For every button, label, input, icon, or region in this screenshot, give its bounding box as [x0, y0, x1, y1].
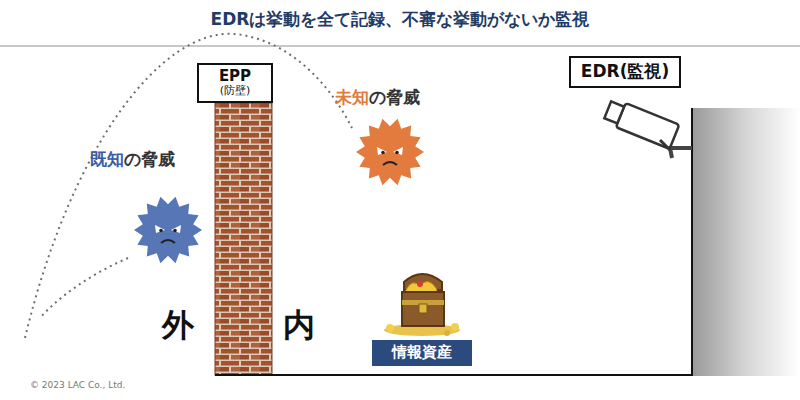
threat-label: の脅威 [369, 88, 420, 107]
brick-wall [215, 103, 272, 375]
threat-label: の脅威 [124, 150, 175, 169]
virus-icon [134, 197, 202, 263]
asset-label-box: 情報資産 [372, 340, 472, 366]
copyright-note: © 2023 LAC Co., Ltd. [30, 381, 125, 391]
attack-path [25, 34, 352, 338]
building-wall [693, 108, 800, 376]
camera-icon [603, 98, 692, 158]
node-text: EDR(監視) [581, 62, 669, 82]
side-label: 外 [162, 308, 194, 343]
title-rule [0, 45, 800, 47]
treasure-chest [384, 274, 460, 336]
monitor-label-box: EDR(監視) [569, 56, 681, 88]
threat-label: 未知 [335, 88, 369, 107]
attack-path [40, 258, 128, 318]
node-text: EPP [219, 68, 251, 85]
virus-icon [356, 119, 424, 185]
diagram-title: EDRは挙動を全て記録、不審な挙動がないか監視 [0, 8, 800, 31]
node-text: (防壁) [220, 85, 251, 98]
side-label: 内 [283, 308, 315, 343]
node-text: 情報資産 [392, 344, 452, 361]
ground-line [215, 108, 692, 375]
wall-label-box: EPP(防壁) [197, 63, 273, 103]
threat-label: 既知 [90, 150, 124, 169]
